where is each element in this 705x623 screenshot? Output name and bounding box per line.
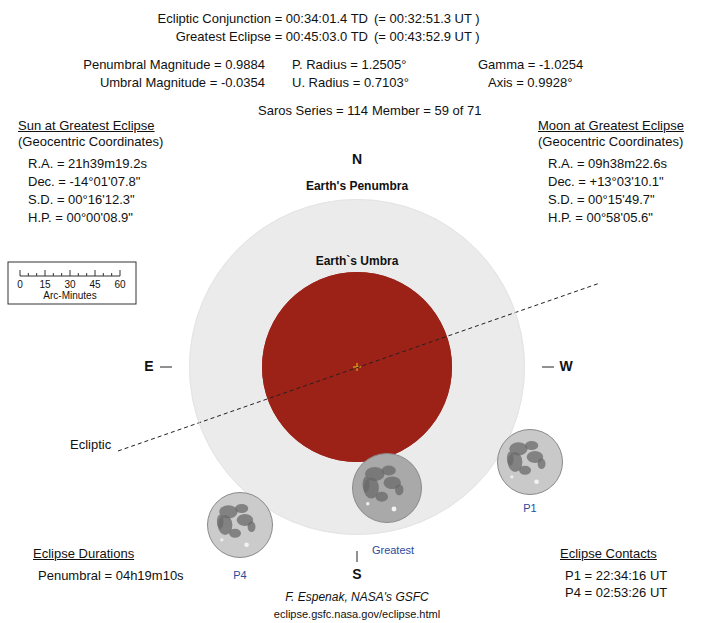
scale-box xyxy=(8,262,136,304)
penumbra-fill xyxy=(189,199,525,535)
scale-unit: Arc-Minutes xyxy=(43,290,96,301)
moon-disc: P1 xyxy=(497,429,563,495)
url-text: eclipse.gsfc.nasa.gov/eclipse.html xyxy=(274,607,440,622)
contact-label: P4 xyxy=(233,568,246,582)
umbra-fill xyxy=(262,272,452,462)
coordinate-text: H.P. = 00°00'08.9" xyxy=(28,210,133,225)
panel-heading: Eclipse Contacts xyxy=(560,546,657,561)
contact-text: P1 = 22:34:16 UT xyxy=(565,568,667,583)
panel-subheading: (Geocentric Coordinates) xyxy=(538,134,683,149)
scale-number: 30 xyxy=(64,279,75,290)
parameter-text: U. Radius = 0.7103° xyxy=(292,75,409,90)
coordinate-text: R.A. = 21h39m19.2s xyxy=(28,156,147,171)
contact-label: P1 xyxy=(523,501,536,515)
scale-bar xyxy=(20,270,120,276)
scale-number: 60 xyxy=(114,279,125,290)
ecliptic-line xyxy=(118,283,600,451)
coordinate-text: Dec. = +13°03'10.1" xyxy=(548,174,664,189)
compass-letter: W xyxy=(559,359,572,374)
compass-letter: S xyxy=(352,567,361,582)
compass-letter: E xyxy=(144,359,153,374)
moon-disc: Greatest xyxy=(352,453,422,523)
parameter-text: Penumbral Magnitude = 0.9884 xyxy=(83,57,265,72)
shadow-label: Earth's Penumbra xyxy=(306,179,408,193)
scale-number: 15 xyxy=(39,279,50,290)
time-text: (= 00:32:51.3 UT ) xyxy=(374,11,480,26)
coordinate-text: S.D. = 00°15'49.7" xyxy=(548,192,655,207)
parameter-text: Umbral Magnitude = -0.0354 xyxy=(100,75,265,90)
scale-number: 0 xyxy=(17,279,23,290)
shadow-outline xyxy=(262,272,452,462)
panel-heading: Sun at Greatest Eclipse xyxy=(18,118,155,133)
scale-number: 45 xyxy=(89,279,100,290)
contact-text: P4 = 02:53:26 UT xyxy=(565,585,667,600)
shadow-label: Earth`s Umbra xyxy=(316,254,399,268)
saros-text: Saros Series = 114 xyxy=(258,103,368,118)
moon-disc: P4 xyxy=(207,492,273,558)
panel-heading: Eclipse Durations xyxy=(33,546,134,561)
time-text: Greatest Eclipse = 00:45:03.0 TD xyxy=(176,29,368,44)
coordinate-text: Dec. = -14°01'07.8" xyxy=(28,174,140,189)
moon-illustration xyxy=(352,453,422,523)
umbra-circle: Earth`s Umbra xyxy=(262,272,452,462)
duration-text: Penumbral = 04h19m10s xyxy=(38,568,184,583)
coordinate-text: H.P. = 00°58'05.6" xyxy=(548,210,653,225)
ecliptic-label: Ecliptic xyxy=(70,437,111,452)
saros-text: Member = 59 of 71 xyxy=(372,103,481,118)
credit-text: F. Espenak, NASA's GSFC xyxy=(285,590,428,605)
time-text: (= 00:43:52.9 UT ) xyxy=(374,29,480,44)
time-text: Ecliptic Conjunction = 00:34:01.4 TD xyxy=(158,11,368,26)
contact-label: Greatest xyxy=(372,543,414,557)
moon-illustration xyxy=(497,429,563,495)
coordinate-text: S.D. = 00°16'12.3" xyxy=(28,192,135,207)
panel-subheading: (Geocentric Coordinates) xyxy=(18,134,163,149)
parameter-text: P. Radius = 1.2505° xyxy=(292,57,406,72)
east-tick xyxy=(160,367,172,368)
west-tick xyxy=(542,367,554,368)
parameter-text: Gamma = -1.0254 xyxy=(478,57,583,72)
moon-illustration xyxy=(207,492,273,558)
south-tick xyxy=(357,551,358,562)
coordinate-text: R.A. = 09h38m22.6s xyxy=(548,156,667,171)
center-cross xyxy=(357,363,358,371)
compass-letter: N xyxy=(352,152,362,167)
parameter-text: Axis = 0.9928° xyxy=(488,75,572,90)
panel-heading: Moon at Greatest Eclipse xyxy=(538,118,684,133)
